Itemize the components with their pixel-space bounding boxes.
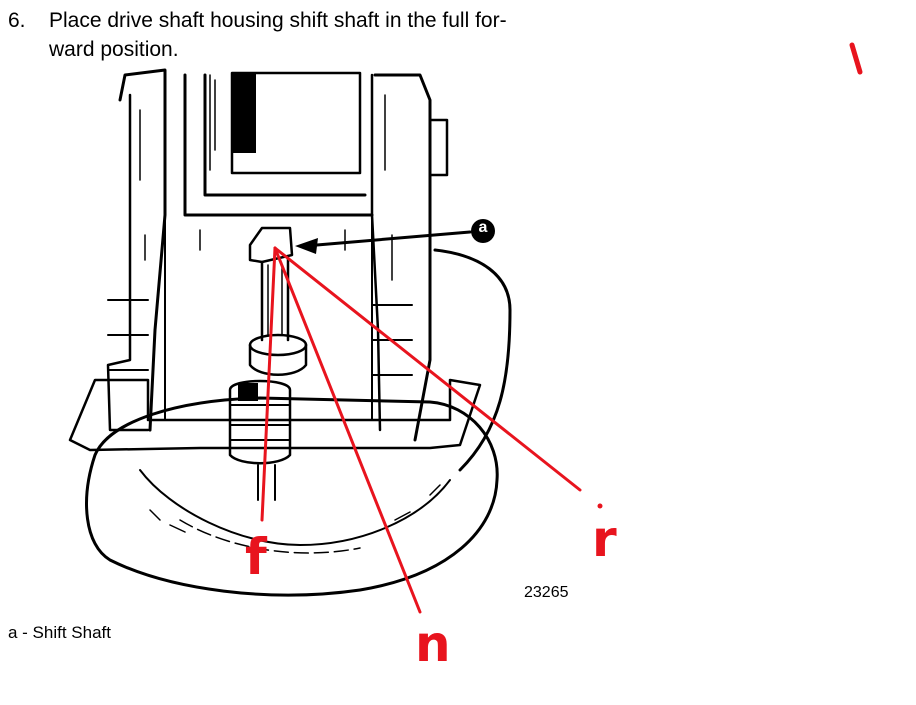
annotation-dot (597, 503, 603, 509)
figure-caption: a - Shift Shaft (8, 623, 111, 642)
annotation-label-f: f (245, 528, 267, 586)
step-number: 6. (8, 9, 26, 32)
upper-housing (183, 73, 374, 217)
shift-shaft (260, 256, 290, 342)
callout-a (471, 219, 495, 243)
housing-bowl (85, 396, 499, 597)
annotation-label-n: n (415, 615, 451, 673)
left-frame (118, 68, 167, 432)
step-text-line-1: Place drive shaft housing shift shaft in… (49, 9, 507, 32)
right-fin (433, 248, 512, 472)
housing-bowl-inner (139, 469, 451, 546)
annotation-tick-mark (849, 42, 863, 75)
step-text-line-2: ward position. (49, 38, 179, 61)
step-text: Place drive shaft housing shift shaft in… (49, 6, 609, 64)
annotation-line-r (273, 246, 582, 492)
figure-number: 23265 (524, 584, 569, 601)
annotation-line-n (273, 246, 422, 614)
callout-arrowhead (295, 238, 318, 254)
annotation-label-r: r (592, 510, 617, 568)
callout-letter: a (478, 219, 488, 236)
right-frame (373, 73, 432, 442)
base-plate (68, 378, 482, 452)
coupler-nut (228, 379, 292, 465)
callout-leader (303, 230, 472, 248)
annotation-line-f (260, 246, 277, 522)
